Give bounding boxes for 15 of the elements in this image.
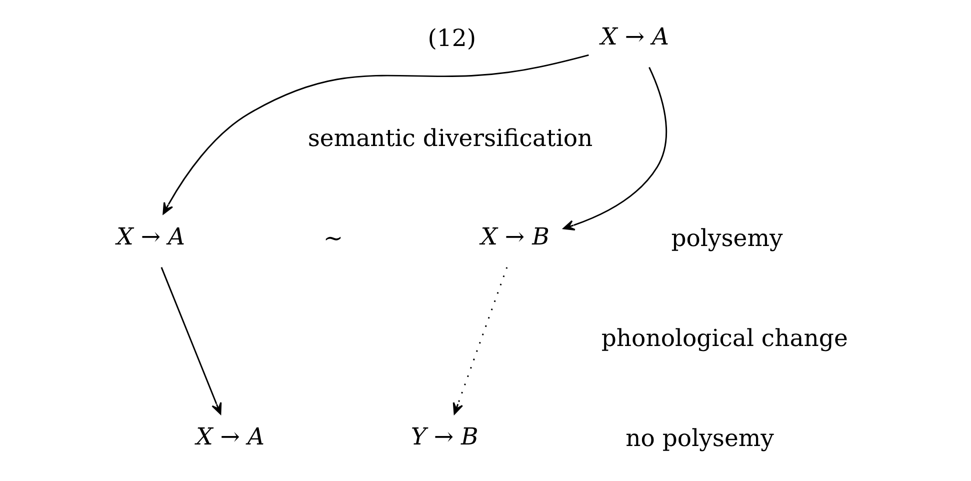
arrow — [162, 54, 589, 214]
node-text: X → A — [116, 222, 186, 251]
label: (12) — [428, 24, 476, 52]
label: semantic diversification — [308, 124, 593, 152]
label: phonological change — [601, 324, 848, 352]
label: polysemy — [671, 224, 783, 252]
node-text: X → B — [480, 222, 550, 251]
node-text: X → A — [600, 22, 669, 51]
label: no polysemy — [626, 424, 774, 452]
arrow — [452, 267, 508, 415]
node-text: Y → B — [410, 422, 478, 451]
node-text: X → A — [196, 422, 264, 451]
arrow — [160, 267, 222, 415]
arrow — [562, 67, 668, 230]
label: ∼ — [323, 224, 344, 252]
